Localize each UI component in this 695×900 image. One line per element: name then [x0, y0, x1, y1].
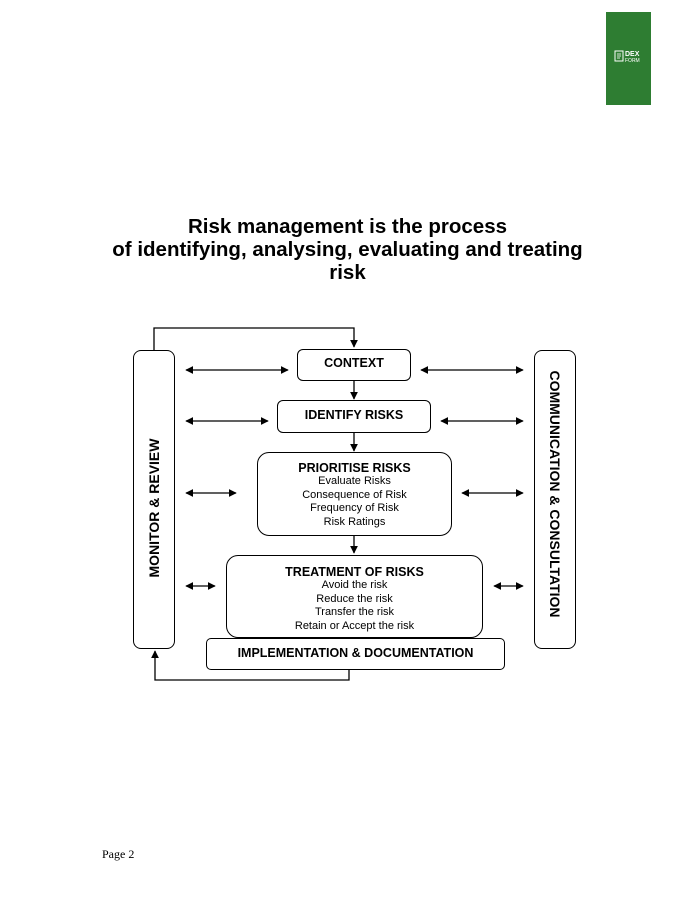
implementation-documentation-box: IMPLEMENTATION & DOCUMENTATION [206, 638, 505, 670]
identify-risks-heading: IDENTIFY RISKS [304, 408, 404, 422]
page-title: Risk management is the process of identi… [90, 215, 605, 284]
communication-consultation-label: COMMUNICATION & CONSULTATION [547, 370, 563, 618]
communication-consultation-box [534, 350, 576, 649]
prioritise-item: Frequency of Risk [310, 502, 399, 514]
prioritise-item: Risk Ratings [323, 515, 386, 528]
treatment-of-risks-heading: TREATMENT OF RISKS [285, 565, 424, 579]
prioritise-item: Evaluate Risks [318, 475, 391, 487]
page-number: Page 2 [102, 847, 135, 861]
monitor-review-label: MONITOR & REVIEW [146, 438, 162, 578]
treatment-item: Avoid the risk [321, 579, 388, 591]
prioritise-risks-box: PRIORITISE RISKS Evaluate Risks Conseque… [257, 452, 452, 536]
loop-bottom-connector [151, 650, 350, 681]
logo-word-form: FORM [625, 58, 640, 64]
monitor-review-box [133, 350, 175, 649]
prioritise-item: Consequence of Risk [302, 488, 407, 501]
identify-risks-box: IDENTIFY RISKS [277, 400, 431, 433]
treatment-item: Transfer the risk [314, 606, 395, 618]
logo-word-dex: DEX [625, 51, 640, 58]
dexform-logo: DEX FORM [606, 12, 651, 105]
document-icon [614, 50, 624, 62]
context-box: CONTEXT [297, 349, 411, 381]
title-line-1: Risk management is the process [187, 215, 507, 238]
title-line-2: of identifying, analysing, evaluating an… [112, 238, 583, 261]
title-line-3: risk [329, 261, 366, 284]
treatment-item: Reduce the risk [316, 592, 393, 605]
implementation-documentation-heading: IMPLEMENTATION & DOCUMENTATION [237, 646, 474, 660]
loop-top-connector [153, 327, 358, 350]
context-heading: CONTEXT [324, 356, 384, 370]
treatment-item: Retain or Accept the risk [294, 619, 415, 632]
prioritise-risks-heading: PRIORITISE RISKS [298, 461, 411, 475]
treatment-of-risks-box: TREATMENT OF RISKS Avoid the risk Reduce… [226, 555, 483, 638]
